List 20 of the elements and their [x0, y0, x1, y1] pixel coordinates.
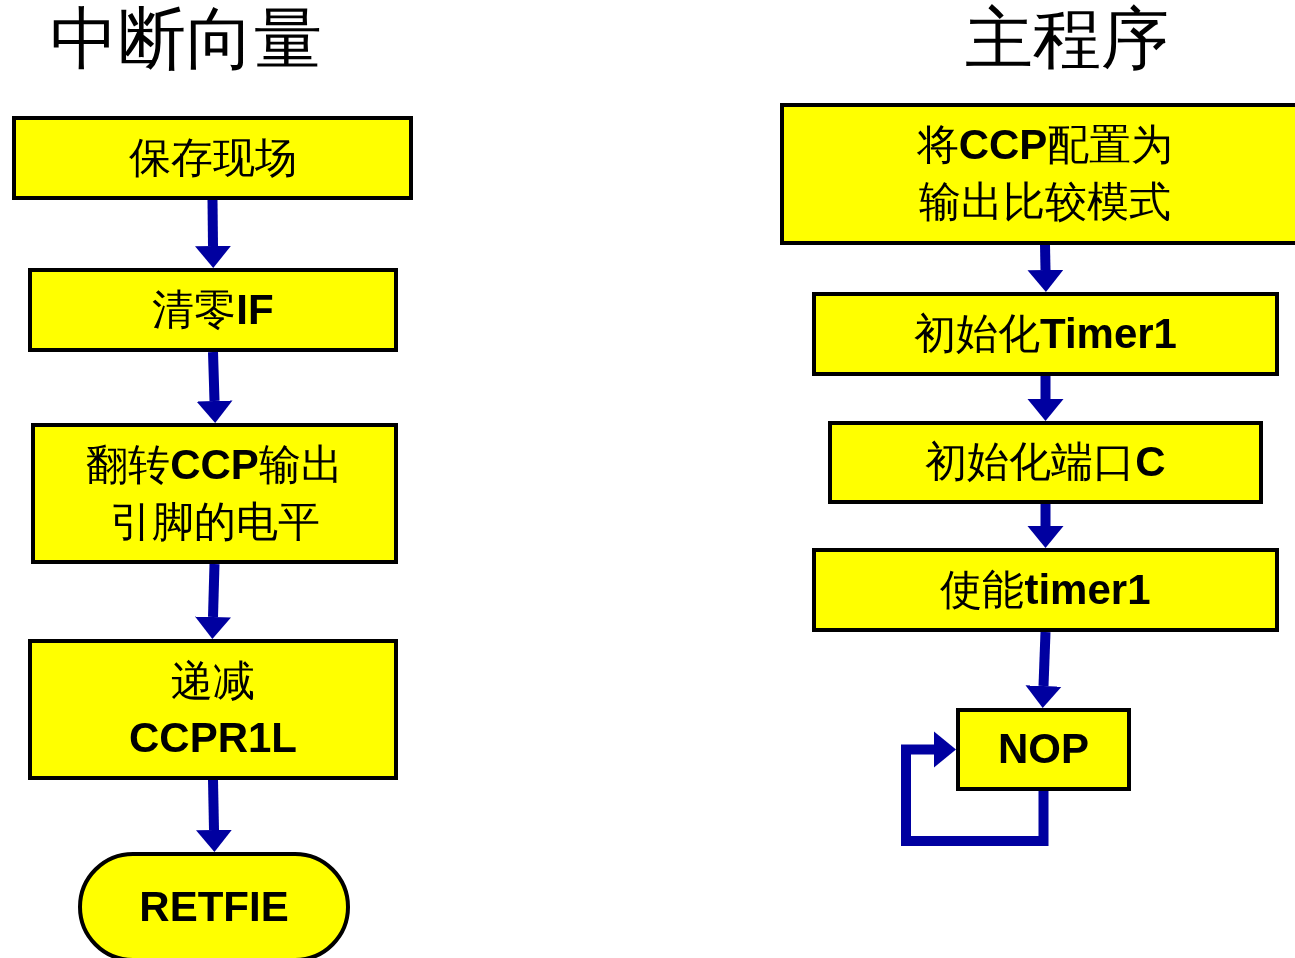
arrow — [901, 731, 1049, 846]
arrow — [1027, 244, 1064, 292]
arrow — [1025, 631, 1062, 708]
process-box: 使能timer1 — [812, 548, 1279, 632]
process-box: 清零IF — [28, 268, 398, 352]
arrow — [195, 199, 231, 268]
process-box: 保存现场 — [12, 116, 413, 200]
arrow — [1027, 504, 1064, 548]
arrow — [1027, 376, 1064, 421]
process-box: 初始化端口C — [828, 421, 1263, 504]
process-box: NOP — [956, 708, 1131, 791]
process-box: 递减CCPR1L — [28, 639, 398, 780]
terminal-box: RETFIE — [78, 852, 350, 958]
process-box: 初始化Timer1 — [812, 292, 1279, 376]
process-box: 翻转CCP输出引脚的电平 — [31, 423, 398, 564]
arrow — [196, 779, 232, 852]
process-box: 将CCP配置为输出比较模式 — [780, 103, 1295, 245]
heading: 中断向量 — [50, 5, 322, 73]
arrow — [196, 351, 233, 423]
arrow — [195, 563, 231, 639]
